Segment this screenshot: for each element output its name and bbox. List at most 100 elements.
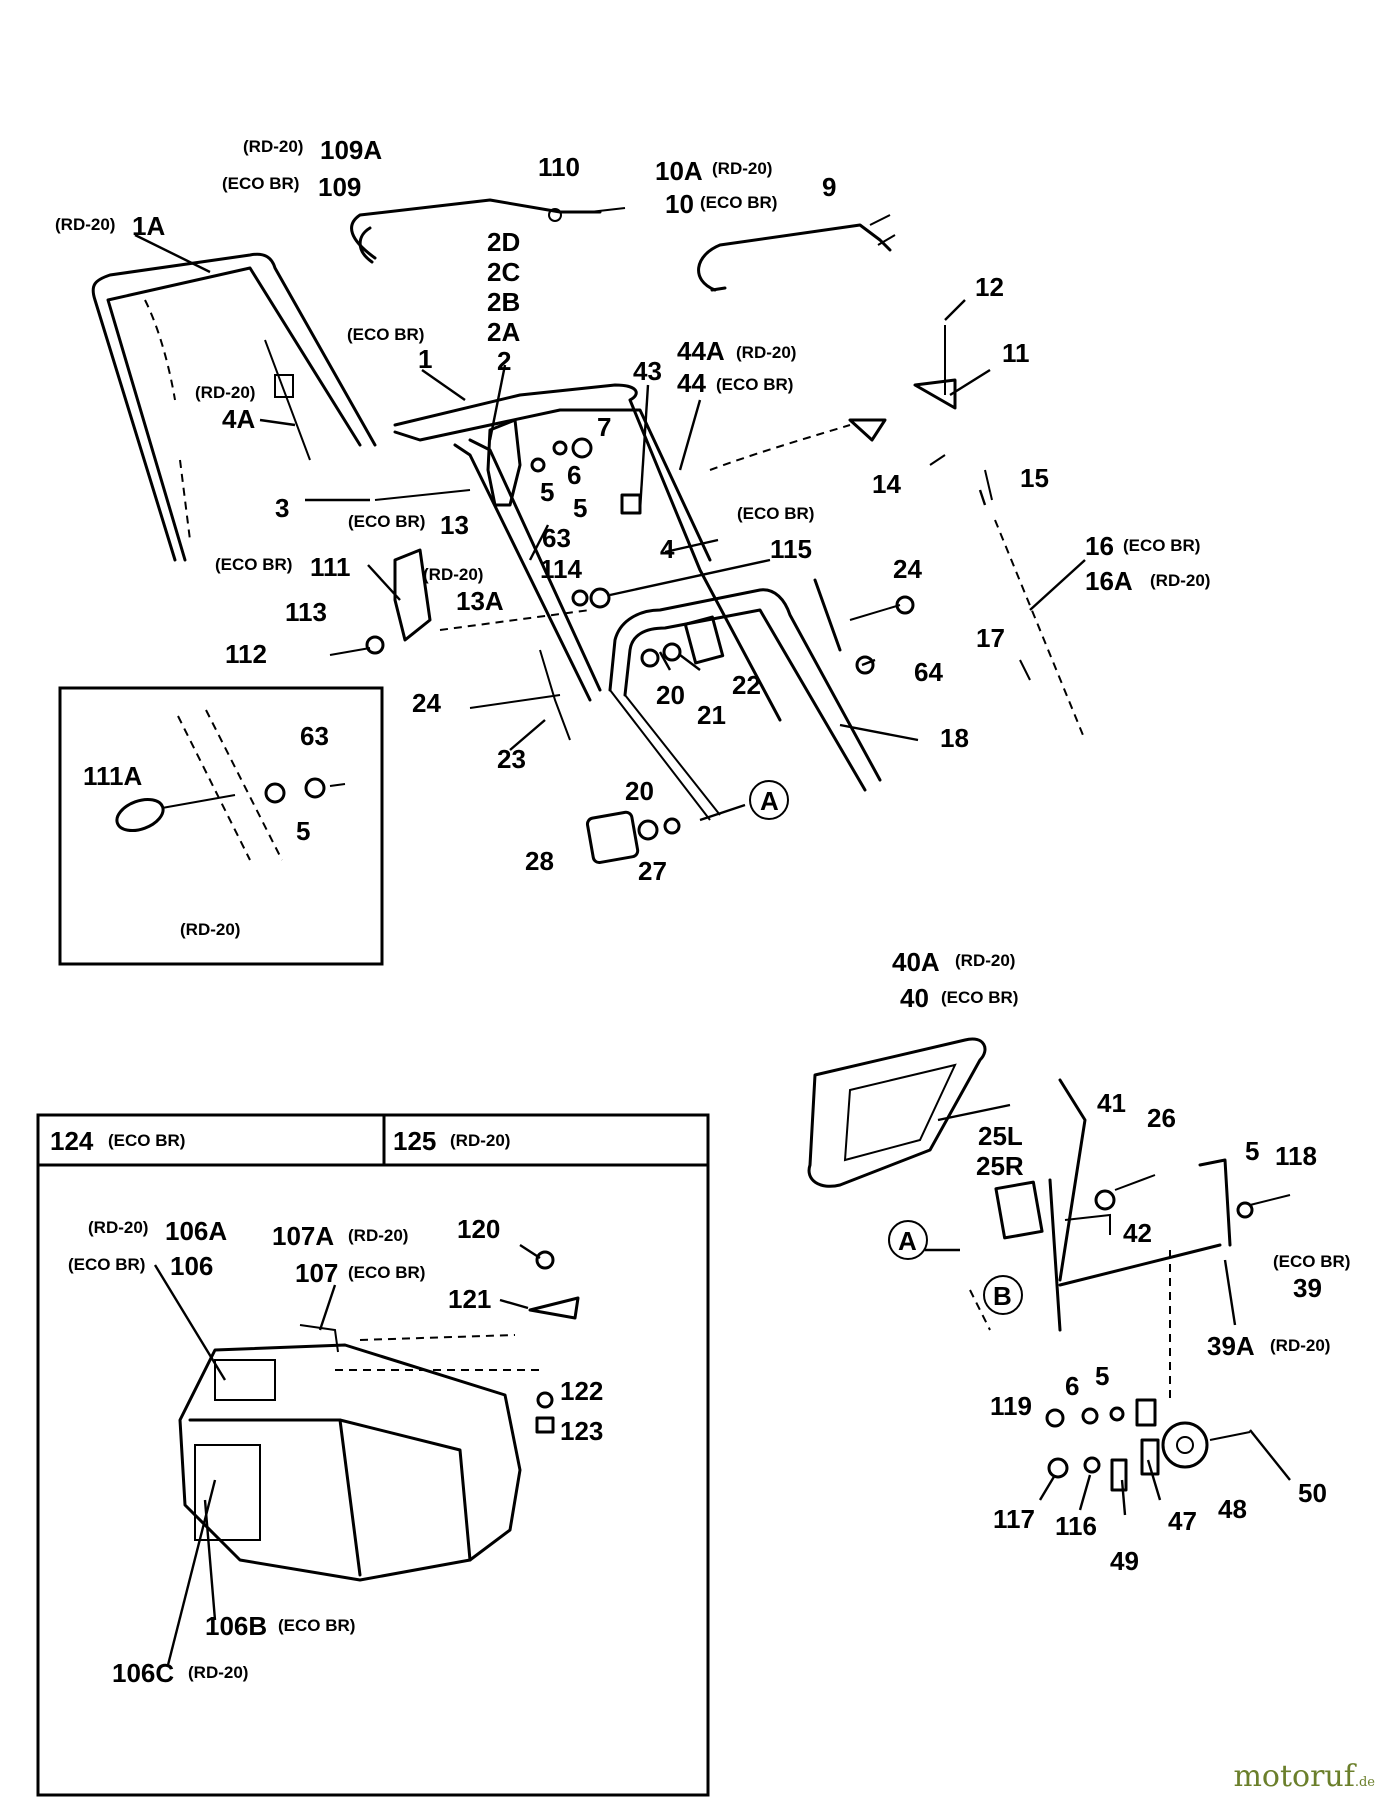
label-118: 118 <box>1275 1141 1317 1171</box>
label-2D: 2D <box>487 227 520 257</box>
label-28: 28 <box>525 846 554 876</box>
label-24b: 24 <box>412 688 441 718</box>
label-111-tag: (ECO BR) <box>215 555 292 574</box>
label-107-tag: (ECO BR) <box>348 1263 425 1282</box>
label-5-inset: 5 <box>296 816 310 846</box>
handle-assembly-drawing <box>91 198 1086 865</box>
label-110: 110 <box>538 152 580 182</box>
label-125: 125 <box>393 1126 436 1156</box>
callout-labels: (RD-20) 109A (ECO BR) 109 110 10A (RD-20… <box>50 135 1350 1688</box>
label-44A: 44A <box>677 336 725 366</box>
watermark-brand: motoruf <box>1233 1759 1355 1794</box>
label-106C: 106C <box>112 1658 174 1688</box>
label-2A: 2A <box>487 317 520 347</box>
label-109A: 109A <box>320 135 382 165</box>
label-4: 4 <box>660 534 675 564</box>
label-25L: 25L <box>978 1121 1023 1151</box>
label-48: 48 <box>1218 1494 1247 1524</box>
label-116: 116 <box>1055 1511 1097 1541</box>
label-10A-tag: (RD-20) <box>712 159 772 178</box>
label-11: 11 <box>1002 338 1030 368</box>
label-63-inset: 63 <box>300 721 329 751</box>
label-40-tag: (ECO BR) <box>941 988 1018 1007</box>
label-40A: 40A <box>892 947 940 977</box>
label-111A: 111A <box>83 761 143 791</box>
label-circle-B: B <box>993 1281 1012 1311</box>
label-109-tag: (ECO BR) <box>222 174 299 193</box>
label-106B: 106B <box>205 1611 267 1641</box>
label-109: 109 <box>318 172 361 202</box>
label-inset-tag: (RD-20) <box>180 920 240 939</box>
label-1-tag: (ECO BR) <box>347 325 424 344</box>
label-107A-tag: (RD-20) <box>348 1226 408 1245</box>
label-119: 119 <box>990 1391 1032 1421</box>
label-13A-tag: (RD-20) <box>423 565 483 584</box>
label-43: 43 <box>633 356 662 386</box>
label-4A-tag: (RD-20) <box>195 383 255 402</box>
label-106: 106 <box>170 1251 213 1281</box>
label-39A-tag: (RD-20) <box>1270 1336 1330 1355</box>
label-44: 44 <box>677 368 706 398</box>
circle-B-marker <box>983 1275 1023 1315</box>
label-5b: 5 <box>573 493 587 523</box>
label-39-tag: (ECO BR) <box>1273 1252 1350 1271</box>
label-106A: 106A <box>165 1216 227 1246</box>
label-122: 122 <box>560 1376 603 1406</box>
label-14: 14 <box>872 469 901 499</box>
label-9: 9 <box>822 172 836 202</box>
label-39A: 39A <box>1207 1331 1255 1361</box>
leader-lines <box>134 233 1291 1666</box>
label-20a: 20 <box>656 680 685 710</box>
label-16A: 16A <box>1085 566 1133 596</box>
label-2: 2 <box>497 346 511 376</box>
label-20b: 20 <box>625 776 654 806</box>
label-6: 6 <box>567 460 581 490</box>
label-63: 63 <box>542 523 571 553</box>
grass-bag-box <box>36 1113 710 1797</box>
label-5c: 5 <box>1245 1136 1259 1166</box>
label-10A: 10A <box>655 156 703 186</box>
label-2C: 2C <box>487 257 520 287</box>
wheel-axle-assembly <box>807 1037 1291 1492</box>
label-16-tag: (ECO BR) <box>1123 536 1200 555</box>
label-114: 114 <box>540 554 582 584</box>
label-106C-tag: (RD-20) <box>188 1663 248 1682</box>
label-42: 42 <box>1123 1218 1152 1248</box>
label-106B-tag: (ECO BR) <box>278 1616 355 1635</box>
label-44-tag: (ECO BR) <box>716 375 793 394</box>
label-113: 113 <box>285 597 327 627</box>
label-circle-A2: A <box>898 1226 917 1256</box>
label-3: 3 <box>275 493 289 523</box>
label-64: 64 <box>914 657 943 687</box>
label-49: 49 <box>1110 1546 1139 1576</box>
label-50: 50 <box>1298 1478 1327 1508</box>
label-5a: 5 <box>540 477 554 507</box>
label-13A: 13A <box>456 586 504 616</box>
label-10: 10 <box>665 189 694 219</box>
label-41: 41 <box>1097 1088 1126 1118</box>
label-13: 13 <box>440 510 469 540</box>
label-125-tag: (RD-20) <box>450 1131 510 1150</box>
label-112: 112 <box>225 639 267 669</box>
label-25R: 25R <box>976 1151 1024 1181</box>
circle-A-marker <box>749 780 789 820</box>
label-circle-A1: A <box>760 786 779 816</box>
label-107A: 107A <box>272 1221 334 1251</box>
label-124-tag: (ECO BR) <box>108 1131 185 1150</box>
label-47: 47 <box>1168 1506 1197 1536</box>
label-121: 121 <box>448 1284 491 1314</box>
label-6b: 6 <box>1065 1371 1079 1401</box>
label-123: 123 <box>560 1416 603 1446</box>
watermark-tld: .de <box>1354 1775 1375 1790</box>
label-124: 124 <box>50 1126 94 1156</box>
label-1A-tag: (RD-20) <box>55 215 115 234</box>
label-107: 107 <box>295 1258 338 1288</box>
label-21: 21 <box>697 700 726 730</box>
label-10-tag: (ECO BR) <box>700 193 777 212</box>
watermark: motoruf.de <box>1233 1759 1375 1794</box>
label-16A-tag: (RD-20) <box>1150 571 1210 590</box>
label-23: 23 <box>497 744 526 774</box>
label-22: 22 <box>732 670 761 700</box>
label-16: 16 <box>1085 531 1114 561</box>
